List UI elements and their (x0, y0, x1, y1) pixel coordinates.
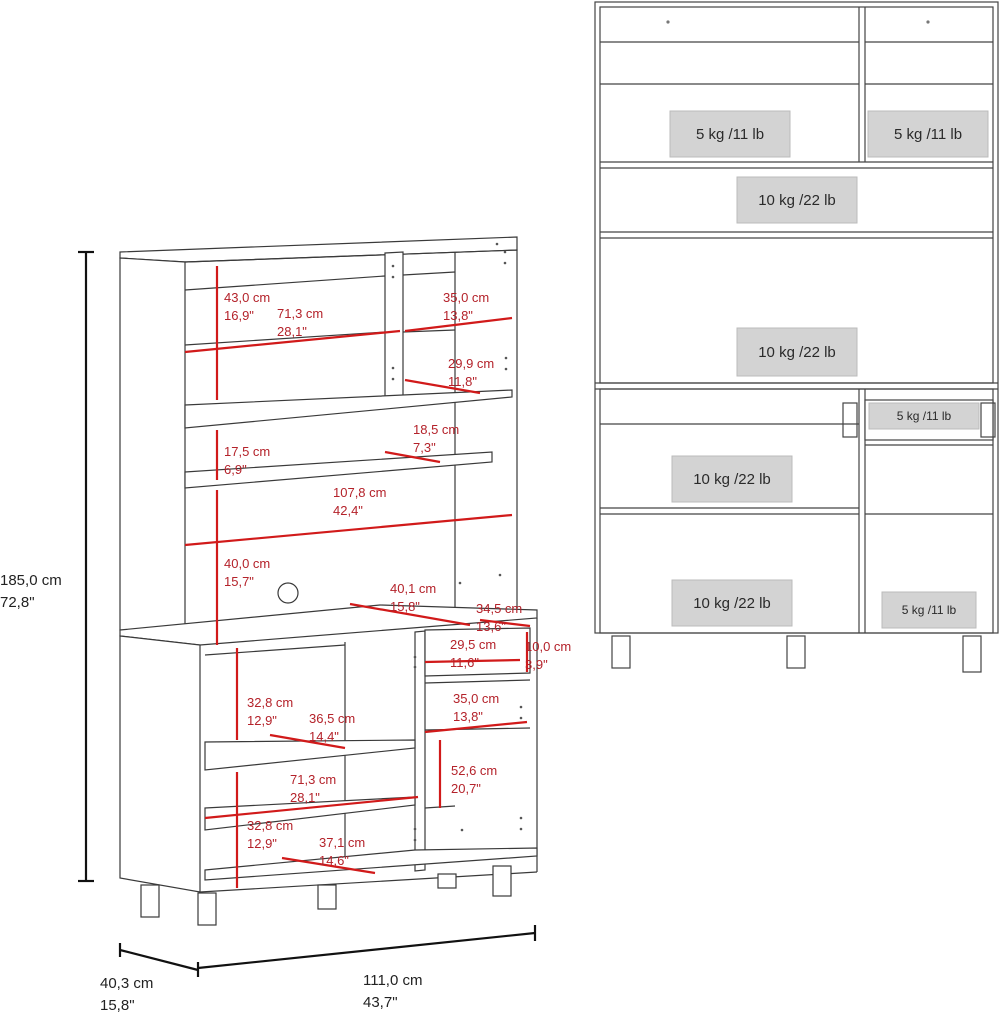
weight-capacity-label: 5 kg /11 lb (897, 409, 952, 423)
weight-box (736, 176, 858, 224)
dimension-in-label: 13,8" (443, 308, 473, 323)
weight-capacity-label: 10 kg /22 lb (758, 344, 836, 361)
dimension-in-label: 14,4" (309, 729, 339, 744)
dimension-in-label: 12,9" (247, 713, 277, 728)
dimension-cm-label: 32,8 cm (247, 695, 293, 710)
hinge-dots (391, 242, 523, 842)
weight-box (669, 110, 791, 158)
front-view-dots (666, 20, 930, 24)
dimension-cm-label: 71,3 cm (290, 772, 336, 787)
height-cm-label: 185,0 cm (0, 572, 62, 589)
dimension-in-label: 28,1" (277, 324, 307, 339)
dimension-in-label: 7,3" (413, 440, 436, 455)
weight-box (736, 327, 858, 377)
dimension-cm-label: 35,0 cm (443, 290, 489, 305)
weight-capacity-label: 5 kg /11 lb (902, 603, 957, 617)
dimension-in-label: 15,7" (224, 574, 254, 589)
weight-capacity-label: 10 kg /22 lb (758, 192, 836, 209)
weight-box (881, 591, 977, 629)
weight-box (671, 579, 793, 627)
overall-dimension-lines (78, 250, 537, 977)
dimension-in-label: 42,4" (333, 503, 363, 518)
dimension-in-label: 11,6" (450, 655, 479, 670)
dimension-cm-label: 52,6 cm (451, 763, 497, 778)
dimension-cm-label: 34,5 cm (476, 601, 522, 616)
perspective-cabinet (119, 236, 538, 926)
dimension-in-label: 3,9" (525, 657, 548, 672)
dimension-cm-label: 18,5 cm (413, 422, 459, 437)
dimension-labels: 43,0 cm 16,9" 71,3 cm 28,1" 35,0 cm 13,8" 29,9… (224, 290, 571, 868)
dimension-in-label: 13,8" (453, 709, 483, 724)
depth-cm-label: 40,3 cm (100, 975, 153, 992)
weight-capacity-label: 5 kg /11 lb (894, 126, 962, 143)
dimension-in-label: 12,9" (247, 836, 277, 851)
weight-capacity-label: 5 kg /11 lb (696, 126, 764, 143)
dimension-lines (184, 266, 531, 888)
dimension-cm-label: 43,0 cm (224, 290, 270, 305)
dimension-in-label: 20,7" (451, 781, 481, 796)
width-cm-label: 111,0 cm (363, 972, 422, 989)
dimension-cm-label: 17,5 cm (224, 444, 270, 459)
dimension-cm-label: 29,9 cm (448, 356, 494, 371)
dimension-in-label: 14,6" (319, 853, 349, 868)
weight-boxes: 5 kg /11 lb 5 kg /11 lb 10 kg /22 lb 10 kg … (669, 110, 989, 629)
weight-capacity-label: 10 kg /22 lb (693, 471, 771, 488)
dimension-in-label: 15,8" (390, 599, 420, 614)
dimension-cm-label: 10,0 cm (525, 639, 571, 654)
weight-box (671, 455, 793, 503)
dimension-cm-label: 29,5 cm (450, 637, 496, 652)
dimension-cm-label: 37,1 cm (319, 835, 365, 850)
dimension-in-label: 13,6" (476, 619, 506, 634)
dimension-in-label: 11,8" (448, 374, 477, 389)
weight-box (867, 110, 989, 158)
weight-capacity-label: 10 kg /22 lb (693, 595, 771, 612)
height-in-label: 72,8" (0, 594, 35, 611)
dimension-cm-label: 32,8 cm (247, 818, 293, 833)
width-in-label: 43,7" (363, 994, 398, 1011)
weight-box (868, 402, 980, 430)
dimension-cm-label: 35,0 cm (453, 691, 499, 706)
depth-in-label: 15,8" (100, 997, 135, 1014)
dimension-in-label: 28,1" (290, 790, 320, 805)
dimension-cm-label: 40,1 cm (390, 581, 436, 596)
dimension-cm-label: 107,8 cm (333, 485, 386, 500)
dimension-cm-label: 71,3 cm (277, 306, 323, 321)
dimension-in-label: 16,9" (224, 308, 254, 323)
dimension-cm-label: 36,5 cm (309, 711, 355, 726)
dimension-in-label: 6,9" (224, 462, 247, 477)
dimension-cm-label: 40,0 cm (224, 556, 270, 571)
